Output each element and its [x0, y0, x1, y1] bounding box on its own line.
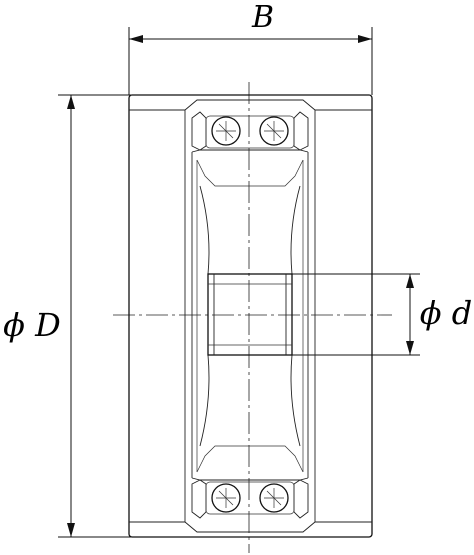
bore-diameter-dimension: ϕ d [290, 273, 472, 356]
width-dimension: B [128, 0, 373, 95]
width-label: B [251, 0, 274, 35]
outer-ring [128, 94, 373, 538]
bore-diameter-label: ϕ d [420, 294, 472, 332]
outer-diameter-label: ϕ D [3, 306, 61, 344]
bore-sleeve [207, 273, 293, 356]
top-ball-set [191, 111, 309, 151]
inner-ring [191, 149, 309, 481]
bottom-ball-set [191, 479, 309, 519]
ball-top-right [259, 116, 289, 146]
ball-bottom-right [259, 483, 289, 513]
ball-bottom-left [211, 483, 241, 513]
ball-top-left [211, 116, 241, 146]
outer-diameter-dimension: ϕ D [3, 94, 190, 538]
